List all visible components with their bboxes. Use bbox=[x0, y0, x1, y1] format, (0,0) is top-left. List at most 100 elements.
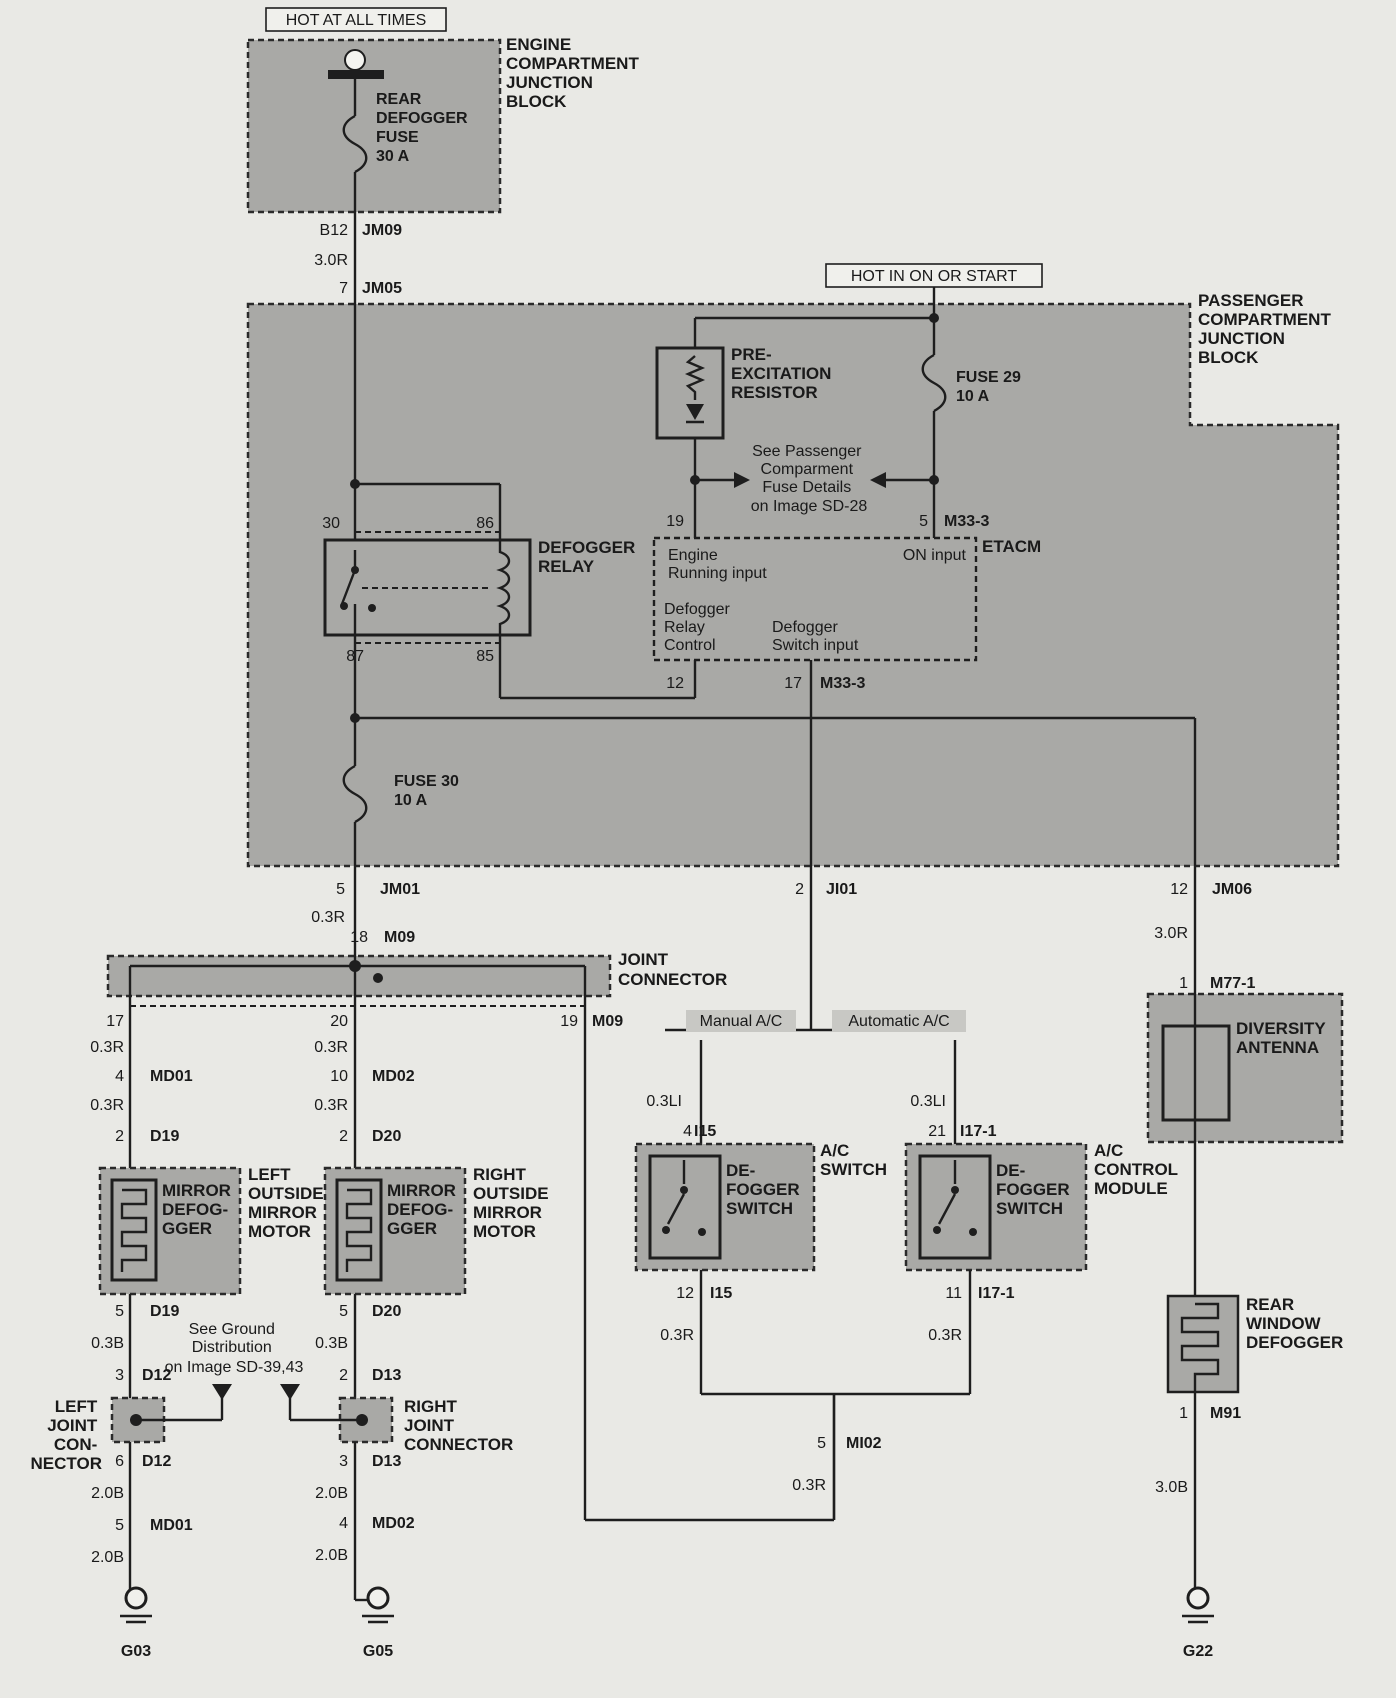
resistor-icon bbox=[684, 355, 706, 400]
left-mirror-defogger-heater-icon bbox=[120, 1188, 148, 1272]
wire-0-3b-left: 0.3B bbox=[91, 1335, 124, 1352]
pin-21-i17-1: 21 bbox=[928, 1123, 946, 1140]
wire-0-3r-l2: 0.3R bbox=[90, 1097, 124, 1114]
fuse-29-label: FUSE 29 10 A bbox=[956, 369, 1025, 405]
connector-d19-top: D19 bbox=[150, 1128, 179, 1145]
wire-0-3r-automatic: 0.3R bbox=[928, 1327, 962, 1344]
etacm-engine-running-input: Engine Running input bbox=[668, 547, 767, 582]
wire-0-3r-l1: 0.3R bbox=[90, 1039, 124, 1056]
connector-d12-bottom: D12 bbox=[142, 1453, 171, 1470]
acm-defogger-switch-box bbox=[918, 1154, 992, 1260]
pin-2-ji01: 2 bbox=[795, 881, 804, 898]
manual-ac-label: Manual A/C bbox=[700, 1013, 783, 1030]
relay-pin-85: 85 bbox=[476, 648, 494, 665]
left-mirror-defogger-label: MIRROR DEFOG- GGER bbox=[162, 1181, 236, 1238]
relay-coil-icon bbox=[496, 540, 511, 635]
pin-6-d12: 6 bbox=[115, 1453, 124, 1470]
pin-5-d19: 5 bbox=[115, 1303, 124, 1320]
fuse-30-icon bbox=[342, 764, 368, 824]
rear-window-defogger-heater-icon bbox=[1180, 1302, 1220, 1392]
left-joint-connector-label: LEFT JOINT CON- NECTOR bbox=[31, 1397, 102, 1473]
connector-d19-bottom: D19 bbox=[150, 1303, 179, 1320]
pin-12-jm06: 12 bbox=[1170, 881, 1188, 898]
pin-5-mi02: 5 bbox=[817, 1435, 826, 1452]
connector-mi02: MI02 bbox=[846, 1435, 882, 1452]
fuse-29-icon bbox=[921, 353, 947, 413]
connector-m77-1: M77-1 bbox=[1210, 975, 1255, 992]
engine-junction-block-label: ENGINE COMPARTMENT JUNCTION BLOCK bbox=[506, 35, 644, 111]
pin-1-m91: 1 bbox=[1179, 1405, 1188, 1422]
wire-2-0b-r2: 2.0B bbox=[315, 1547, 348, 1564]
g05-ground-icon bbox=[366, 1586, 390, 1610]
wire-0-3b-right: 0.3B bbox=[315, 1335, 348, 1352]
wire-0-3r-r1: 0.3R bbox=[314, 1039, 348, 1056]
connector-m33-3-top: M33-3 bbox=[944, 513, 989, 530]
ground-distribution-note: See Ground Distribution on Image SD-39,4… bbox=[165, 1321, 304, 1376]
ground-g03: G03 bbox=[121, 1643, 151, 1660]
acm-defogger-switch-label: DE- FOGGER SWITCH bbox=[996, 1161, 1074, 1218]
acm-defogger-switch-icon bbox=[937, 1160, 957, 1225]
connector-i15-top: I15 bbox=[694, 1123, 716, 1140]
right-joint-connector-label: RIGHT JOINT CONNECTOR bbox=[404, 1397, 513, 1454]
passenger-compartment-junction-block bbox=[246, 302, 1340, 868]
arrow-left-icon bbox=[870, 472, 886, 488]
hot-in-on-or-start-label: HOT IN ON OR START bbox=[851, 268, 1017, 285]
automatic-ac-label: Automatic A/C bbox=[848, 1013, 949, 1030]
pin-12-i15: 12 bbox=[676, 1285, 694, 1302]
connector-i15-bottom: I15 bbox=[710, 1285, 732, 1302]
pin-18: 18 bbox=[350, 929, 368, 946]
battery-terminal-icon bbox=[344, 49, 366, 71]
arrow-right-icon bbox=[734, 472, 750, 488]
wire-0-3r-mi02: 0.3R bbox=[792, 1477, 826, 1494]
diversity-antenna-label: DIVERSITY ANTENNA bbox=[1236, 1019, 1330, 1057]
connector-jm06: JM06 bbox=[1212, 881, 1252, 898]
connector-jm09: JM09 bbox=[362, 222, 402, 239]
pin-7: 7 bbox=[339, 280, 348, 297]
relay-pin-86: 86 bbox=[476, 515, 494, 532]
pin-5-d20: 5 bbox=[339, 1303, 348, 1320]
etacm-relay-control: Defogger Relay Control bbox=[664, 601, 734, 654]
passenger-junction-block-label: PASSENGER COMPARTMENT JUNCTION BLOCK bbox=[1198, 291, 1336, 367]
defogger-relay-box bbox=[323, 538, 532, 637]
wire-2-0b-r1: 2.0B bbox=[315, 1485, 348, 1502]
manual-ac-tag bbox=[686, 1010, 796, 1032]
connector-i17-1-top: I17-1 bbox=[960, 1123, 997, 1140]
connector-d13-top: D13 bbox=[372, 1367, 401, 1384]
diversity-antenna-block bbox=[1146, 992, 1344, 1144]
connector-d20-bottom: D20 bbox=[372, 1303, 401, 1320]
fuse-details-note: See Passenger Comparment Fuse Details on… bbox=[751, 443, 868, 515]
connector-d13-bottom: D13 bbox=[372, 1453, 401, 1470]
pre-excitation-resistor-label: PRE- EXCITATION RESISTOR bbox=[731, 345, 836, 402]
g03-ground-icon bbox=[124, 1586, 148, 1610]
fuse-30-label: FUSE 30 10 A bbox=[394, 773, 463, 809]
wire-3-0b: 3.0B bbox=[1155, 1479, 1188, 1496]
left-ground-ref-arrow-icon bbox=[212, 1384, 232, 1400]
connector-ji01: JI01 bbox=[826, 881, 857, 898]
connector-jm05: JM05 bbox=[362, 280, 402, 297]
connector-md02-top: MD02 bbox=[372, 1068, 415, 1085]
pin-5-jm01: 5 bbox=[336, 881, 345, 898]
automatic-ac-tag bbox=[832, 1010, 966, 1032]
pin-1-m77-1: 1 bbox=[1179, 975, 1188, 992]
etacm-label: ETACM bbox=[982, 537, 1041, 556]
etacm-switch-input: Defogger Switch input bbox=[772, 619, 859, 654]
connector-d20-top: D20 bbox=[372, 1128, 401, 1145]
joint-connector-label: JOINT CONNECTOR bbox=[618, 950, 727, 989]
pre-excitation-resistor-box bbox=[655, 346, 725, 440]
wire-2-0b-l2: 2.0B bbox=[91, 1549, 124, 1566]
connector-i17-1-bottom: I17-1 bbox=[978, 1285, 1015, 1302]
connector-md02-bottom: MD02 bbox=[372, 1515, 415, 1532]
ac-defogger-switch-box bbox=[648, 1154, 722, 1260]
rear-defogger-fuse-label: REAR DEFOGGER FUSE 30 A bbox=[376, 91, 472, 165]
connector-jm01: JM01 bbox=[380, 881, 420, 898]
wire-3-0r-antenna: 3.0R bbox=[1154, 925, 1188, 942]
ac-switch-block bbox=[634, 1142, 816, 1272]
wire-0-3r-manual: 0.3R bbox=[660, 1327, 694, 1344]
right-outside-mirror-motor-label: RIGHT OUTSIDE MIRROR MOTOR bbox=[473, 1165, 553, 1241]
etacm-pin-5: 5 bbox=[919, 513, 928, 530]
pin-4-i15: 4 bbox=[683, 1123, 692, 1140]
pin-2-d19: 2 bbox=[115, 1128, 124, 1145]
pin-4-md02: 4 bbox=[339, 1515, 348, 1532]
pin-b12: B12 bbox=[320, 222, 349, 239]
